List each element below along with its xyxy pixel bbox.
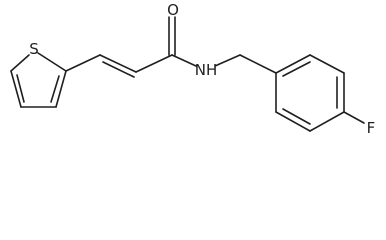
bond-c2-c3 [55, 70, 67, 108]
bond-ph-c2-c3 [309, 54, 345, 74]
propenamide-chain [65, 16, 277, 78]
bond-aryl-fluorine [343, 111, 365, 124]
sulfur-atom-label: S [29, 40, 39, 58]
bond-ph-c4-c5 [309, 111, 345, 132]
bond-ring-vinyl [65, 54, 101, 72]
bond-c4-c5 [10, 70, 22, 108]
bond-ph-c1-c2-inner [282, 61, 311, 77]
bond-c5-s1 [10, 54, 30, 72]
bond-ph-c5-c6-inner [282, 108, 311, 125]
bond-c2-c3-inner [50, 75, 60, 103]
bond-ph-c5-c6 [275, 111, 311, 132]
bond-s1-c2 [37, 52, 67, 72]
oxygen-atom-label: O [167, 1, 179, 19]
chemical-structure-diagram: S O NH F [10, 1, 376, 137]
bond-nitrogen-ch2 [214, 54, 241, 67]
bond-ch2-phenyl [239, 54, 277, 74]
bond-ph-c1-c2 [275, 54, 311, 74]
bond-vinyl-double-inner [102, 61, 135, 78]
thiophene-ring [10, 52, 67, 108]
bond-vinyl-double-outer [99, 54, 137, 73]
bond-vinyl-carbonyl [135, 54, 173, 73]
nitrogen-atom-label: NH [195, 61, 218, 79]
bond-carbonyl-nitrogen [171, 54, 197, 67]
fluorophenyl-ring [275, 54, 365, 132]
fluorine-atom-label: F [367, 119, 376, 137]
bond-c4-c5-inner [16, 74, 25, 103]
